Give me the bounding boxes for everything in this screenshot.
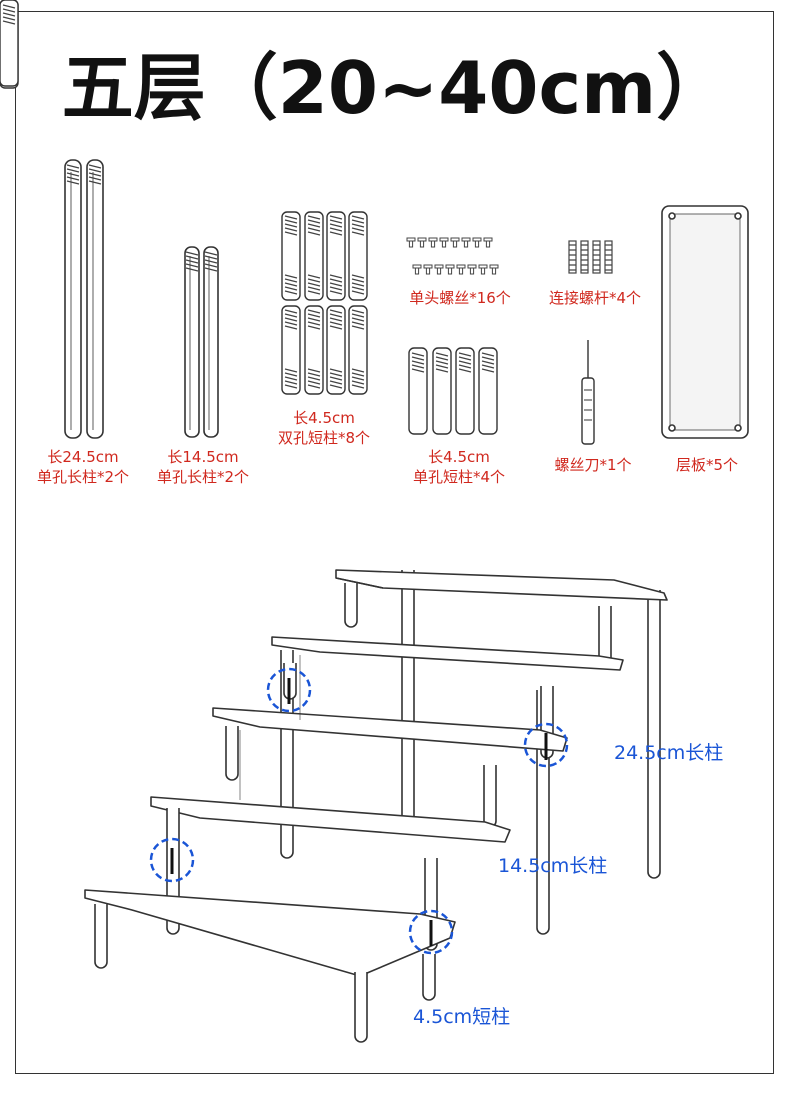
double-hole-short-pillars	[0, 0, 367, 394]
label-long-pillar-24-5: 24.5cm长柱	[614, 742, 724, 764]
long-pillar-14-5-parts	[184, 246, 219, 438]
label-long-pillar-14-5: 14.5cm长柱	[498, 855, 608, 877]
layer-board	[661, 205, 749, 439]
part-label-board: 层板*5个	[675, 456, 739, 474]
assembled-stand	[84, 569, 668, 1043]
part-label-connecting-rods: 连接螺杆*4个	[548, 289, 642, 307]
connection-highlights	[149, 667, 569, 955]
single-head-screws	[406, 237, 499, 275]
connecting-rods	[568, 240, 613, 274]
long-pillar-24-5-parts	[64, 159, 104, 439]
label-short-pillar-4-5: 4.5cm短柱	[413, 1006, 511, 1028]
page-title: 五层（20~40cm）	[61, 46, 729, 130]
part-label-screws: 单头螺丝*16个	[409, 289, 511, 307]
screwdriver	[581, 340, 595, 445]
page-border	[15, 11, 774, 1074]
part-label-screwdriver: 螺丝刀*1个	[554, 456, 632, 474]
single-hole-short-pillars	[0, 0, 497, 434]
